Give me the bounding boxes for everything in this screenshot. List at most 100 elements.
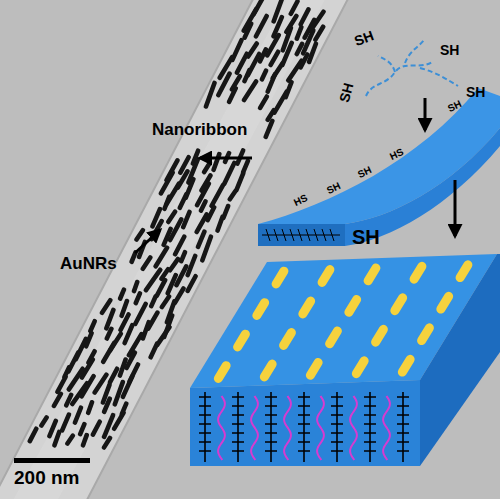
gold-nanorod [203, 80, 217, 109]
gold-nanorod [38, 414, 49, 428]
gold-nanorod [199, 234, 213, 263]
label-holder: SH [446, 98, 463, 114]
gold-nanorod [59, 412, 72, 434]
gold-nanorod [165, 272, 179, 296]
gold-nanorod [145, 310, 160, 332]
slab-front-face [190, 380, 420, 466]
molecular-backbone [364, 392, 376, 462]
schematic-nanorod [212, 359, 232, 384]
thiol-group: SH [440, 42, 459, 58]
gold-nanorod [117, 287, 127, 302]
gold-nanorod [241, 6, 260, 34]
schematic-nanorod [251, 296, 271, 321]
scale-label: 200 nm [14, 467, 79, 489]
molecular-backbone [397, 392, 409, 462]
label-holder: HS [388, 146, 405, 162]
schematic-nanorod [258, 358, 278, 383]
slab-side-face [420, 254, 500, 466]
thiol-group: SH [352, 27, 376, 49]
gold-nanorod [83, 330, 94, 349]
gold-nanorod [172, 285, 187, 306]
ribbon-end-face [258, 224, 345, 246]
gold-nanorod [205, 204, 218, 223]
gold-nanorod [119, 401, 129, 417]
gold-nanorod [153, 245, 171, 270]
molecule-layer [262, 235, 340, 236]
gold-nanorod [198, 198, 209, 213]
gold-nanorod [131, 279, 140, 294]
gold-nanorod [194, 211, 210, 235]
gold-nanorod [245, 51, 262, 78]
label-holder: SH [356, 164, 373, 180]
step-arrow [424, 98, 427, 130]
molecule-ticks [266, 229, 334, 241]
gold-nanorod [263, 118, 276, 140]
schematic-nanorod [415, 322, 435, 347]
gold-nanorod [161, 226, 174, 248]
schematic-nanorod [270, 265, 290, 290]
gold-nanorod [209, 182, 227, 209]
schematic-nanorod [435, 290, 455, 315]
polymer-chain [420, 68, 458, 86]
gold-nanorod [241, 78, 259, 103]
thiol-group: SH [446, 98, 463, 114]
gold-nanorod [259, 68, 269, 83]
gold-nanorod [283, 79, 295, 100]
gold-nanorod [100, 382, 112, 405]
guest-molecule [317, 396, 324, 460]
gold-nanorod [288, 0, 301, 17]
part-label: AuNRs [60, 254, 117, 274]
gold-nanorod [65, 350, 81, 375]
gold-nanorod [132, 301, 148, 327]
gold-nanorod [227, 188, 239, 202]
label-holder: Nanoribbon [152, 120, 247, 140]
molecule-tick [322, 229, 326, 241]
schematic-nanorod [277, 326, 297, 351]
gold-nanorod [159, 293, 173, 310]
gold-nanorod [185, 273, 199, 294]
gold-nanorod [298, 51, 311, 70]
molecular-backbone [331, 392, 343, 462]
gold-nanorod [298, 6, 312, 27]
schematic-nanorod [297, 295, 317, 320]
thiol-group: HS [292, 192, 309, 208]
label-holder: SH [440, 42, 459, 58]
gold-nanorod [217, 54, 236, 81]
gold-nanorod [119, 298, 130, 319]
schematic-nanorod [304, 356, 324, 381]
gold-nanorod [167, 256, 181, 274]
gold-nanorod [280, 25, 294, 53]
gold-nanorod [112, 379, 126, 407]
schematic-nanorod [350, 355, 370, 380]
label-holder: SH [352, 27, 376, 49]
scale-bar [14, 458, 90, 463]
gold-nanorod [148, 341, 160, 361]
guest-molecule [350, 396, 357, 460]
schematic-nanorod [323, 325, 343, 350]
guest-molecule [383, 396, 390, 460]
gold-nanorod [211, 151, 223, 172]
molecule-tick [282, 229, 286, 241]
gold-nanorod [175, 168, 191, 190]
schematic-nanorod [231, 328, 251, 353]
molecule-tick [306, 229, 310, 241]
gold-nanorod [178, 249, 188, 264]
gold-nanorod [85, 399, 95, 415]
gold-nanorod [201, 160, 213, 175]
gold-nanorod [101, 412, 116, 439]
gold-nanorod [253, 13, 270, 39]
gold-nanorod [215, 214, 226, 233]
label-holder: SH [352, 226, 380, 249]
gold-nanorod [140, 254, 154, 272]
gold-nanorod [72, 405, 84, 426]
thiol-group: HS [388, 146, 405, 162]
gold-nanorod [103, 307, 116, 331]
aligned-nanorods [212, 259, 474, 385]
schematic-nanorod [343, 293, 363, 318]
label-holder: 200 nm [14, 467, 79, 489]
gold-nanorod [307, 9, 327, 35]
gold-nanorod [226, 85, 239, 105]
schematic-nanorod [396, 353, 416, 378]
